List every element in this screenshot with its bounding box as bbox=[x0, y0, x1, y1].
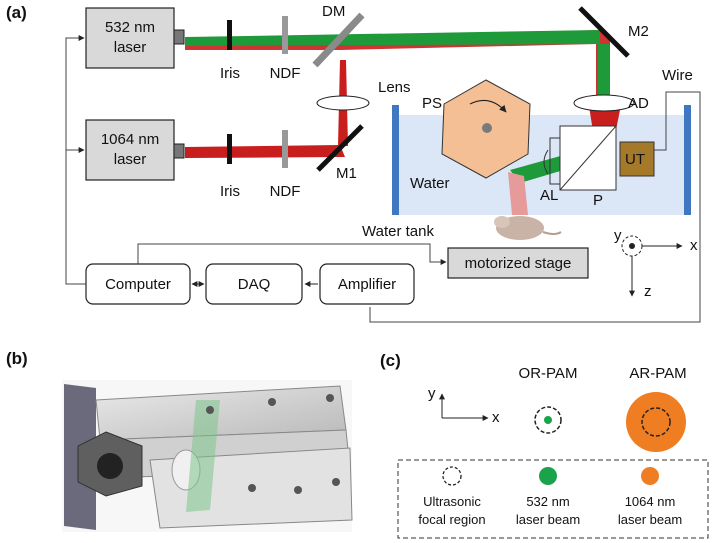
legend-orange-line2: laser beam bbox=[618, 512, 682, 527]
axis-x-label: x bbox=[690, 237, 698, 254]
axis-origin-dot bbox=[629, 243, 635, 249]
cad-rendering bbox=[62, 380, 353, 532]
m2-label: M2 bbox=[628, 23, 649, 40]
legend-orange-line1: 1064 nm bbox=[625, 494, 676, 509]
acoustic-lens bbox=[549, 137, 561, 185]
c-axis-y-label: y bbox=[428, 385, 436, 402]
m1-label: M1 bbox=[336, 165, 357, 182]
acoustic-detector-lens bbox=[573, 94, 635, 112]
wire-cable bbox=[369, 91, 701, 323]
ar-pam-focal-ring bbox=[641, 407, 671, 437]
legend-focal-line2: focal region bbox=[418, 512, 485, 527]
ps-label: PS bbox=[422, 95, 442, 112]
axis-y-label: y bbox=[614, 227, 622, 244]
legend-focal-line1: Ultrasonic bbox=[423, 494, 481, 509]
tank-wall-left bbox=[392, 105, 399, 215]
ultrasonic-transducer bbox=[619, 141, 655, 177]
panel-c-label: (c) bbox=[380, 351, 401, 370]
ndf-top-label: NDF bbox=[270, 65, 301, 82]
dm-label: DM bbox=[322, 3, 345, 20]
or-pam-green-spot bbox=[544, 416, 552, 424]
laser-1064-line2: laser bbox=[114, 151, 147, 168]
ndf-top bbox=[282, 16, 288, 54]
legend-green-line1: 532 nm bbox=[526, 494, 569, 509]
daq-label: DAQ bbox=[238, 276, 271, 293]
scanner-axis bbox=[482, 123, 492, 133]
axis-z-label: z bbox=[644, 283, 652, 300]
motorized-stage-box bbox=[447, 247, 589, 279]
motorized-stage-label: motorized stage bbox=[465, 255, 572, 272]
mouse-head bbox=[494, 216, 510, 228]
rotation-arrow bbox=[469, 99, 507, 113]
ar-pam-orange-spot bbox=[626, 392, 686, 452]
water-label: Water bbox=[410, 175, 449, 192]
green-beam-path bbox=[185, 30, 600, 46]
iris-bottom bbox=[227, 134, 232, 164]
or-pam-label: OR-PAM bbox=[519, 365, 578, 382]
mirror-m1 bbox=[316, 124, 364, 172]
daq-box bbox=[205, 263, 303, 305]
legend-focal-icon bbox=[442, 466, 462, 486]
legend-green-icon bbox=[539, 467, 557, 485]
computer-label: Computer bbox=[105, 276, 171, 293]
amplifier-label: Amplifier bbox=[338, 276, 396, 293]
lens bbox=[316, 95, 370, 111]
legend-box bbox=[397, 459, 709, 539]
laser-1064-line1: 1064 nm bbox=[101, 131, 159, 148]
panel-b-label: (b) bbox=[6, 349, 28, 368]
computer-stage-wire bbox=[137, 243, 447, 265]
c-axis-x-label: x bbox=[492, 409, 500, 426]
computer-laser532-wire bbox=[65, 35, 85, 150]
laser-532-line1: 532 nm bbox=[105, 19, 155, 36]
ar-pam-label: AR-PAM bbox=[629, 365, 686, 382]
laser-1064-aperture bbox=[173, 143, 185, 159]
ndf-bottom-label: NDF bbox=[270, 183, 301, 200]
iris-top bbox=[227, 20, 232, 50]
computer-laser1064-wire bbox=[65, 147, 86, 285]
wire-label: Wire bbox=[662, 67, 693, 84]
iris-top-label: Iris bbox=[220, 65, 240, 82]
ndf-bottom bbox=[282, 130, 288, 168]
mirror-m2 bbox=[578, 6, 630, 58]
panel-a-label: (a) bbox=[6, 3, 27, 22]
legend-orange-icon bbox=[641, 467, 659, 485]
laser-532-box bbox=[85, 7, 175, 69]
ad-label: AD bbox=[628, 95, 649, 112]
laser-532-aperture bbox=[173, 29, 185, 45]
iris-bottom-label: Iris bbox=[220, 183, 240, 200]
or-pam-focal-ring bbox=[534, 406, 562, 434]
p-label: P bbox=[593, 192, 603, 209]
legend-green-line2: laser beam bbox=[516, 512, 580, 527]
acoustic-lens-curve bbox=[543, 149, 549, 175]
laser-1064-box bbox=[85, 119, 175, 181]
mouse-tail bbox=[542, 231, 562, 235]
dichroic-mirror bbox=[312, 12, 365, 68]
water-tank-label: Water tank bbox=[362, 223, 434, 240]
red-beam-path bbox=[185, 145, 345, 158]
lens-label: Lens bbox=[378, 79, 411, 96]
al-label: AL bbox=[540, 187, 558, 204]
laser-532-line2: laser bbox=[114, 39, 147, 56]
tank-wall-right bbox=[684, 105, 691, 215]
ut-label: UT bbox=[625, 151, 645, 168]
amplifier-box bbox=[319, 263, 415, 305]
beam-to-sample bbox=[508, 172, 528, 215]
prism-diagonal bbox=[559, 125, 617, 191]
